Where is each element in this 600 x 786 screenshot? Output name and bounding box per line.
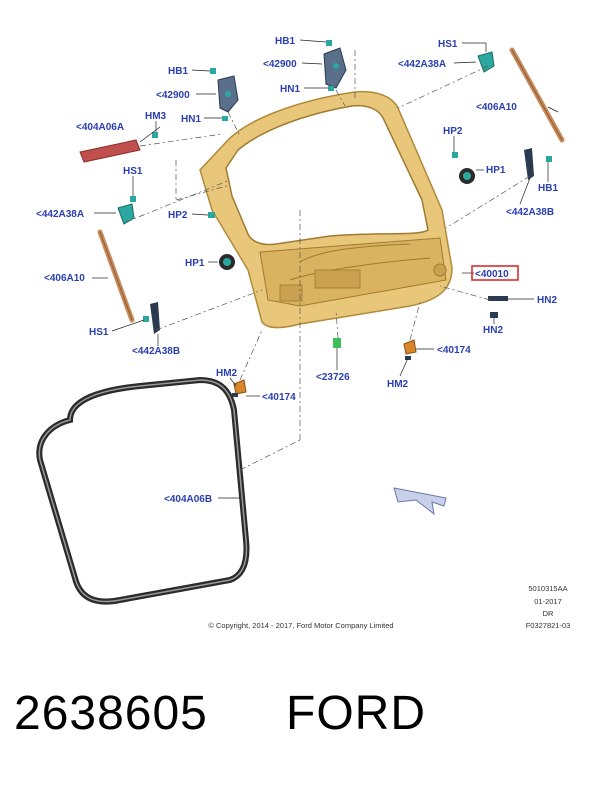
callout-40174-left: <40174 [262, 392, 296, 403]
direction-arrow-icon [393, 487, 447, 516]
callout-hs1-bottom: HS1 [89, 327, 109, 338]
callout-23726: <23726 [316, 372, 350, 383]
brand-name: FORD [286, 687, 426, 740]
callout-404a06b: <404A06B [164, 494, 212, 505]
weatherstrip-seal [36, 376, 250, 605]
callout-hp1-left: HP1 [185, 258, 205, 269]
hinge-upper [323, 47, 347, 89]
callout-406a10-right: <406A10 [476, 102, 517, 113]
meta-ref: F0327821-03 [526, 621, 571, 630]
callout-labels: HB1 <42900 HN1 HS1 <442A38A <406A10 HB1 … [36, 36, 558, 505]
callout-hb1-top: HB1 [275, 36, 295, 47]
assembly-lines [125, 50, 531, 471]
callout-442a38a-top: <442A38A [398, 59, 446, 70]
callout-40174-right: <40174 [437, 345, 471, 356]
part-number: 2638605 [14, 687, 208, 740]
gas-strut-right [509, 47, 565, 143]
callout-406a10-left: <406A10 [44, 273, 85, 284]
callout-hp2-right: HP2 [443, 126, 463, 137]
copyright-text: © Copyright, 2014 - 2017, Ford Motor Com… [208, 621, 393, 630]
small-parts [117, 40, 552, 397]
leader-lines [92, 39, 559, 499]
callout-hn1-top: HN1 [280, 84, 300, 95]
highlight-box [471, 265, 519, 281]
callout-hn2-b: HN2 [483, 325, 503, 336]
callout-hn1-left: HN1 [181, 114, 201, 125]
drawing-metadata: 5010315AA 01-2017 DR F0327821-03 © Copyr… [208, 584, 570, 630]
meta-dr: DR [543, 609, 554, 618]
callout-442a38b-bottom: <442A38B [132, 346, 180, 357]
footer: 2638605 FORD [0, 680, 600, 760]
callout-hn2-a: HN2 [537, 295, 557, 306]
callout-hm3: HM3 [145, 111, 167, 122]
hinge-left [217, 75, 239, 113]
callout-hm2-left: HM2 [216, 368, 238, 379]
trim-molding [79, 139, 141, 163]
callout-hm2-right: HM2 [387, 379, 409, 390]
callout-hb1-right: HB1 [538, 183, 558, 194]
callout-hp1-right: HP1 [486, 165, 506, 176]
callout-42900-left: <42900 [156, 90, 190, 101]
callout-hs1-top: HS1 [438, 39, 458, 50]
callout-442a38b-right: <442A38B [506, 207, 554, 218]
liftgate-exploded-diagram: HB1 <42900 HN1 HS1 <442A38A <406A10 HB1 … [36, 36, 570, 630]
callout-hs1-left: HS1 [123, 166, 143, 177]
callout-hp2-left: HP2 [168, 210, 188, 221]
liftgate-panel [199, 90, 453, 329]
meta-date: 01-2017 [534, 597, 562, 606]
callout-40010: <40010 [475, 269, 509, 280]
callout-hb1-left: HB1 [168, 66, 188, 77]
callout-42900-top: <42900 [263, 59, 297, 70]
callout-442a38a-left: <442A38A [36, 209, 84, 220]
callout-404a06a: <404A06A [76, 122, 124, 133]
gas-strut-left [97, 229, 135, 323]
meta-code: 5010315AA [528, 584, 567, 593]
